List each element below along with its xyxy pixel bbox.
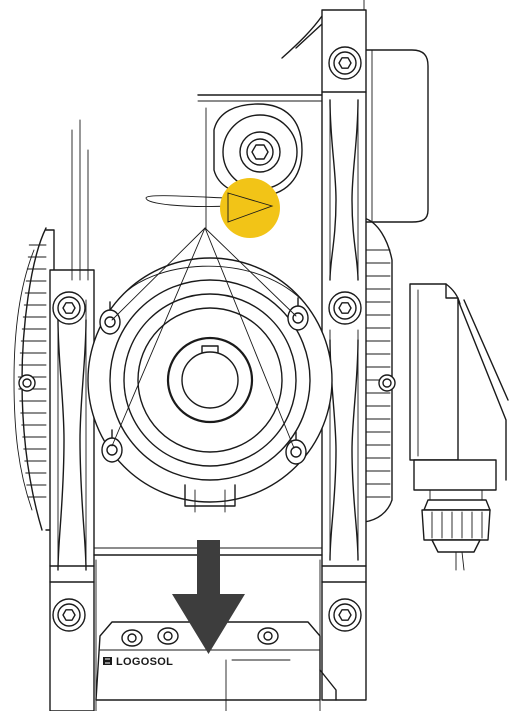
right-housing xyxy=(363,49,429,223)
motor-flange xyxy=(87,257,333,513)
flange-screw xyxy=(101,429,123,463)
motor-fins-left xyxy=(13,227,55,531)
frame-bolt xyxy=(52,291,86,325)
bracket-screw xyxy=(257,627,279,645)
rotation-marker xyxy=(145,178,280,238)
right-fin-bolt xyxy=(378,374,396,392)
flange-screw xyxy=(99,301,121,335)
flange-screws xyxy=(99,297,309,465)
fin-bolt xyxy=(18,374,36,392)
frame-bolts xyxy=(52,46,362,632)
bracket-screw xyxy=(121,629,143,647)
right-fin-bolt-inner xyxy=(382,378,392,388)
triangle-play-icon xyxy=(227,192,274,223)
center-frame-rail xyxy=(321,9,367,701)
cable-gland xyxy=(421,499,491,571)
brand-label: LOGOSOL xyxy=(116,656,173,668)
bracket-screw xyxy=(157,627,179,645)
callout-leader-lines xyxy=(111,227,297,449)
highlight-circle xyxy=(220,178,280,238)
flange-screw xyxy=(285,431,307,465)
frame-bolt xyxy=(328,598,362,632)
arrow-down-icon xyxy=(172,540,245,654)
logosol-logo: LOGOSOL xyxy=(103,656,173,668)
lower-bracket: LOGOSOL xyxy=(95,621,337,711)
frame-bolt xyxy=(328,291,362,325)
flange-screw xyxy=(287,297,309,331)
fin-bolt-inner xyxy=(22,378,32,388)
motor-fins-right xyxy=(363,217,396,523)
frame-bolt xyxy=(328,46,362,80)
right-bracket xyxy=(409,283,509,571)
frame-bolt xyxy=(52,598,86,632)
